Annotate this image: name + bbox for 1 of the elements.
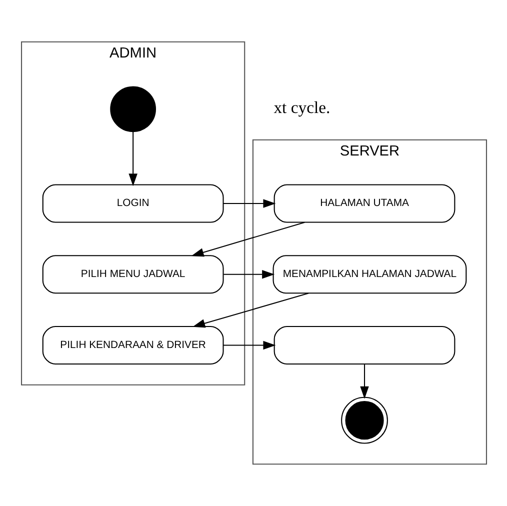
label: xt cycle. <box>273 98 330 118</box>
